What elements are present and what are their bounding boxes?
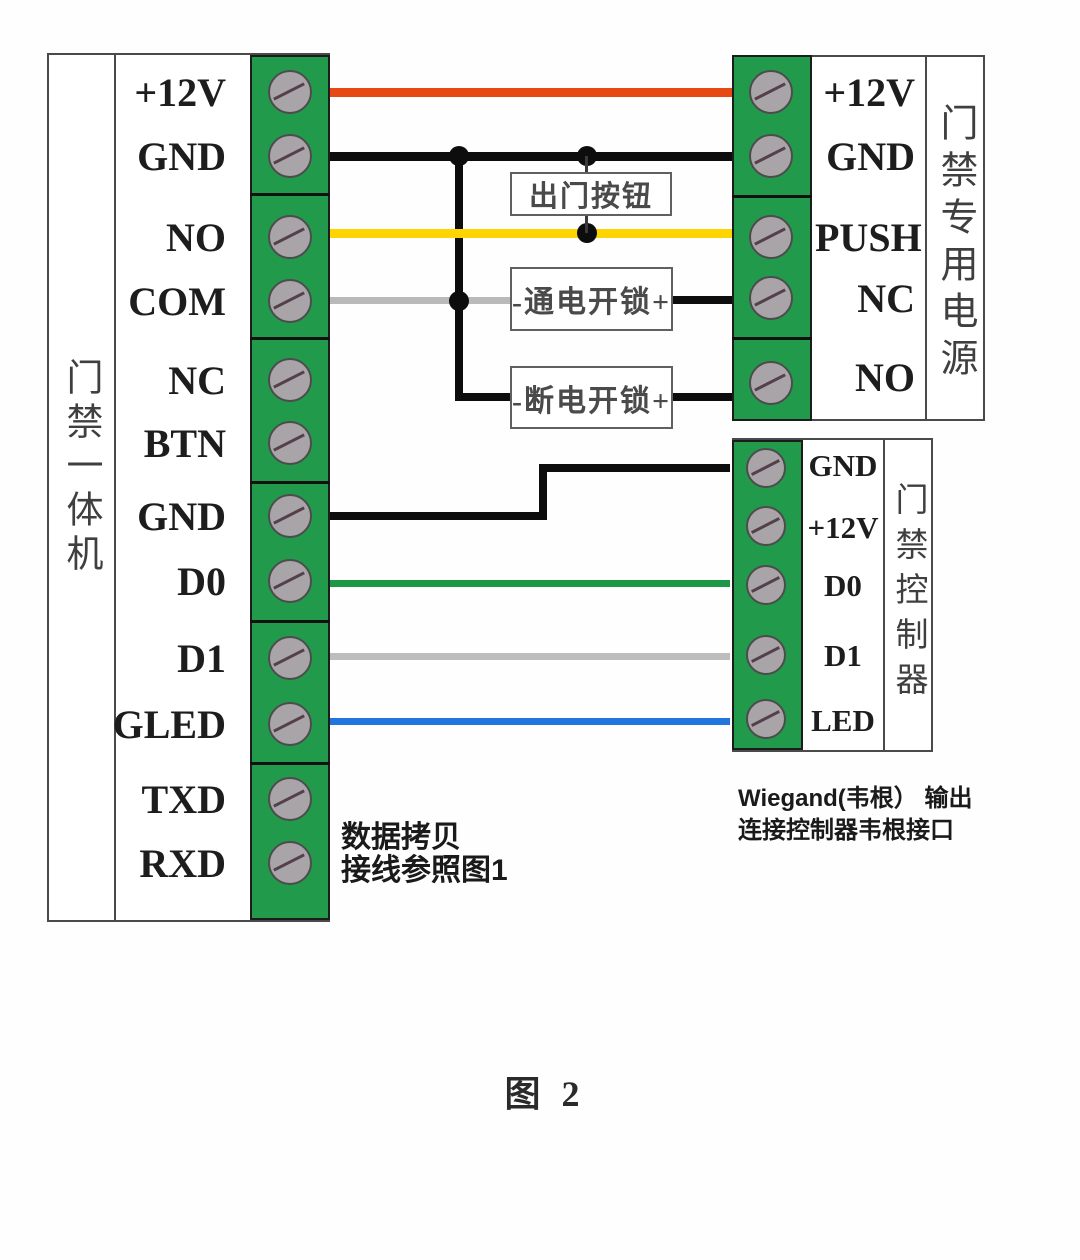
wire-12v-orange: [330, 88, 732, 97]
wire-gnd2-step-vertical: [539, 464, 547, 520]
strip-divider: [732, 195, 812, 198]
screw-terminal-icon: [268, 494, 312, 538]
wire-vertical-bus-black: [455, 152, 463, 401]
screw-terminal-icon: [749, 215, 793, 259]
screw-terminal-icon: [749, 70, 793, 114]
left-terminal-label-d0: D0: [177, 559, 226, 604]
strip-divider: [250, 337, 330, 340]
wire-no-push-yellow: [330, 229, 732, 238]
strip-divider: [250, 193, 330, 196]
junction-dot: [449, 146, 469, 166]
data-copy-note-line1: 数据拷贝: [341, 821, 461, 854]
power-supply-title: 门禁专用电源: [934, 103, 976, 385]
screw-terminal-icon: [746, 506, 786, 546]
screw-terminal-icon: [746, 699, 786, 739]
screw-terminal-icon: [268, 636, 312, 680]
left-terminal-label-nc: NC: [168, 358, 226, 403]
screw-terminal-icon: [749, 361, 793, 405]
controller-terminal-label-12v: +12V: [807, 510, 879, 545]
wire-bus-to-failsafe-black: [455, 393, 510, 401]
power-terminal-label-gnd: GND: [826, 134, 915, 179]
wire-gnd2-step-lower: [330, 512, 543, 520]
screw-terminal-icon: [268, 70, 312, 114]
controller-title: 门禁控制器: [890, 482, 926, 707]
wire-gnd-black: [330, 152, 732, 161]
controller-divider: [883, 438, 885, 752]
left-terminal-label-gled: GLED: [112, 702, 226, 747]
wire-gled-blue: [330, 718, 730, 725]
left-terminal-strip: [250, 55, 330, 920]
wire-com-gray: [330, 297, 510, 304]
strip-divider: [732, 337, 812, 340]
screw-terminal-icon: [268, 358, 312, 402]
left-terminal-label-gnd2: GND: [137, 494, 226, 539]
power-supply-divider: [925, 55, 927, 421]
strip-divider: [250, 481, 330, 484]
left-terminal-label-txd: TXD: [141, 777, 226, 822]
controller-terminal-label-d0: D0: [824, 568, 862, 603]
wire-gnd2-step-upper: [543, 464, 730, 472]
power-terminal-label-no: NO: [855, 355, 915, 400]
screw-terminal-icon: [746, 635, 786, 675]
strip-divider: [250, 762, 330, 765]
screw-terminal-icon: [268, 421, 312, 465]
wire-unlock-nc-black: [673, 296, 732, 304]
left-terminal-label-gnd: GND: [137, 134, 226, 179]
screw-terminal-icon: [268, 777, 312, 821]
screw-terminal-icon: [746, 565, 786, 605]
strip-divider: [250, 620, 330, 623]
screw-terminal-icon: [268, 559, 312, 603]
screw-terminal-icon: [268, 279, 312, 323]
figure-caption: 图 2: [504, 1074, 586, 1114]
screw-terminal-icon: [749, 134, 793, 178]
screw-terminal-icon: [268, 841, 312, 885]
wire-d0-green: [330, 580, 730, 587]
power-terminal-label-nc: NC: [857, 276, 915, 321]
wiegand-note-line2: 连接控制器韦根接口: [738, 817, 954, 844]
left-terminal-label-d1: D1: [177, 636, 226, 681]
left-device-title: 门禁一体机: [60, 358, 101, 578]
power-terminal-label-push: PUSH: [815, 215, 922, 260]
left-terminal-label-com: COM: [128, 279, 226, 324]
left-terminal-label-rxd: RXD: [139, 841, 226, 886]
power-on-unlock-box: -通电开锁+: [510, 267, 673, 331]
exit-button-top-lead: [585, 156, 588, 174]
left-terminal-label-btn: BTN: [143, 421, 226, 466]
screw-terminal-icon: [268, 702, 312, 746]
wire-failsafe-no-black: [673, 393, 732, 401]
left-terminal-label-no: NO: [166, 215, 226, 260]
screw-terminal-icon: [746, 448, 786, 488]
exit-button-bottom-lead: [585, 214, 588, 233]
power-terminal-label-12v: +12V: [823, 70, 915, 115]
controller-terminal-label-led: LED: [811, 703, 875, 738]
exit-button-box: 出门按钮: [510, 172, 672, 216]
screw-terminal-icon: [268, 134, 312, 178]
screw-terminal-icon: [268, 215, 312, 259]
junction-dot: [449, 291, 469, 311]
screw-terminal-icon: [749, 276, 793, 320]
left-device-divider: [114, 53, 116, 922]
controller-terminal-label-d1: D1: [824, 638, 862, 673]
left-terminal-label-12v: +12V: [134, 70, 226, 115]
wire-d1-gray: [330, 653, 730, 660]
controller-terminal-label-gnd: GND: [808, 448, 878, 483]
junction-dot: [577, 223, 597, 243]
data-copy-note-line2: 接线参照图1: [341, 854, 508, 887]
power-off-unlock-box: -断电开锁+: [510, 366, 673, 429]
wiegand-note-line1: Wiegand(韦根） 输出: [738, 785, 973, 812]
